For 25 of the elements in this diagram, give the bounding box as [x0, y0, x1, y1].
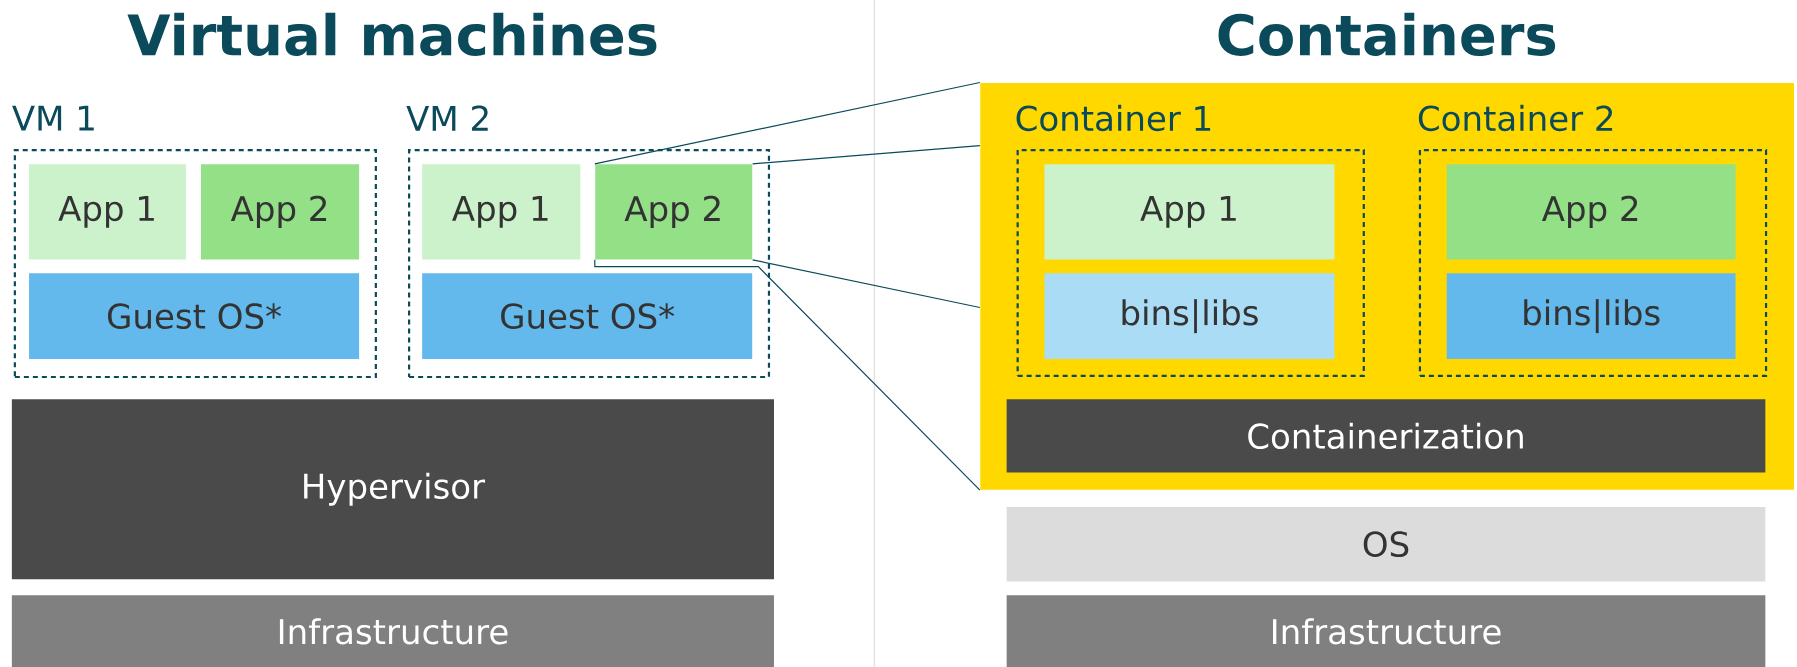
containerization-layer: Containerization — [1006, 399, 1766, 473]
box-heading: VM 2 — [406, 105, 488, 131]
box-heading: VM 1 — [12, 105, 94, 131]
os-box: Guest OS* — [422, 273, 753, 360]
library-box: bins|libs — [1044, 273, 1335, 360]
heading: Virtual machines — [127, 12, 657, 57]
zoom-line — [752, 259, 981, 309]
app-box: App 2 — [1446, 164, 1736, 260]
library-box: bins|libs — [1446, 273, 1736, 360]
app-box: App 1 — [422, 164, 581, 260]
app-box: App 1 — [1044, 164, 1335, 260]
zoom-line — [594, 81, 981, 165]
app-box: App 1 — [29, 164, 187, 260]
hypervisor-layer: Hypervisor — [11, 399, 774, 580]
app-box: App 2 — [200, 164, 360, 260]
box-heading: Container 1 — [1016, 104, 1211, 132]
os-box: Guest OS* — [29, 273, 360, 360]
infrastructure-layer: Infrastructure — [1006, 595, 1766, 667]
box-heading: Container 2 — [1418, 104, 1613, 132]
infrastructure-layer: Infrastructure — [11, 595, 774, 667]
zoom-line — [594, 259, 981, 491]
os-layer: OS — [1006, 506, 1766, 582]
app-box: App 2 — [595, 164, 753, 260]
heading: Containers — [1218, 12, 1556, 57]
zoom-line — [752, 145, 981, 165]
